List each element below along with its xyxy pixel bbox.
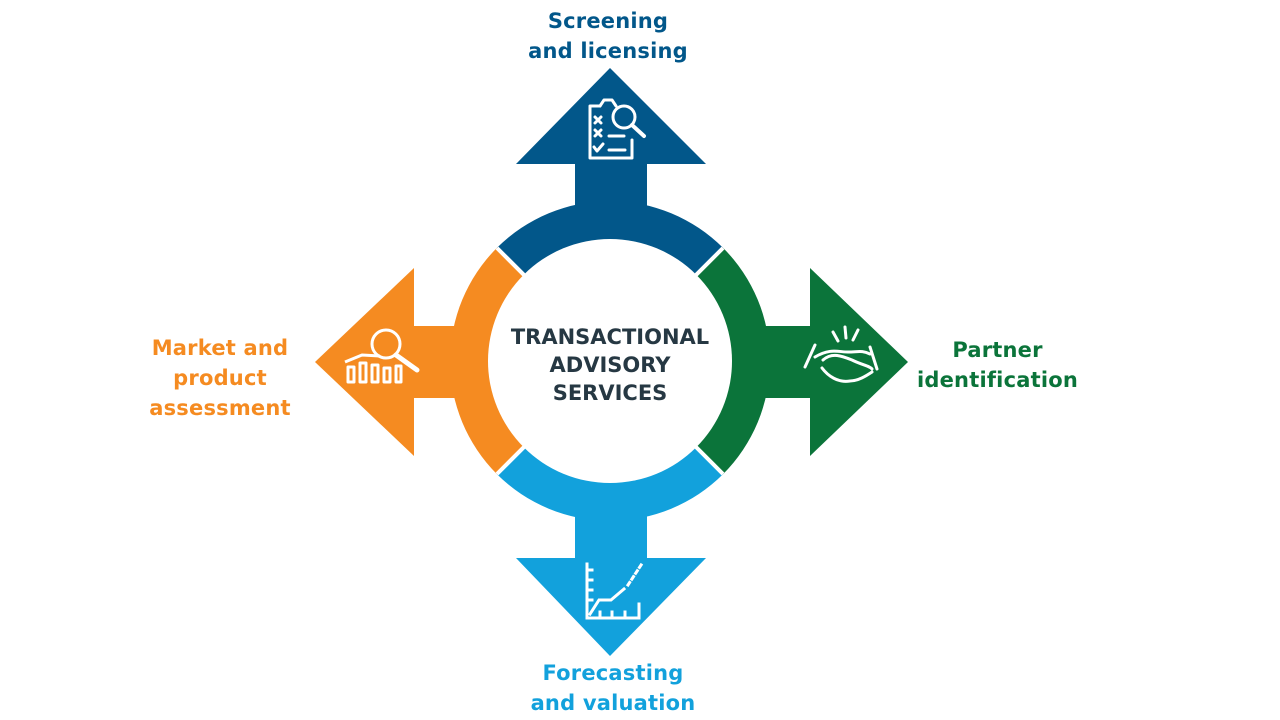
branch-label-screening: Screening and licensing xyxy=(503,6,713,66)
arrow-head-top xyxy=(516,68,706,164)
branch-label-partner: Partner identification xyxy=(900,335,1095,395)
branch-label-line: Screening xyxy=(547,9,669,33)
branch-label-line: and licensing xyxy=(528,39,688,63)
branch-label-market: Market and product assessment xyxy=(120,333,320,423)
center-title-line: ADVISORY xyxy=(549,353,671,377)
branch-label-line: Market and xyxy=(151,336,289,360)
bar-chart-magnifier-icon xyxy=(344,328,420,384)
branch-label-line: Partner xyxy=(952,338,1043,362)
center-title-line: TRANSACTIONAL xyxy=(510,325,710,349)
arrow-stem-top xyxy=(575,180,647,220)
branch-label-line: Forecasting xyxy=(542,661,684,685)
arrow-head-bottom xyxy=(516,558,706,656)
handshake-icon xyxy=(803,325,879,383)
center-title: TRANSACTIONAL ADVISORY SERVICES xyxy=(490,323,730,407)
branch-label-line: identification xyxy=(916,368,1079,392)
arrow-stem-right xyxy=(752,326,814,398)
branch-label-line: assessment xyxy=(149,396,291,420)
arrow-stem-left xyxy=(408,326,470,398)
arrow-stem-bottom xyxy=(575,505,647,565)
branch-label-forecasting: Forecasting and valuation xyxy=(518,658,708,718)
growth-chart-icon xyxy=(585,559,646,620)
center-title-line: SERVICES xyxy=(552,381,668,405)
branch-label-line: product xyxy=(173,366,267,390)
branch-label-line: and valuation xyxy=(530,691,696,715)
clipboard-magnifier-icon xyxy=(588,98,646,160)
